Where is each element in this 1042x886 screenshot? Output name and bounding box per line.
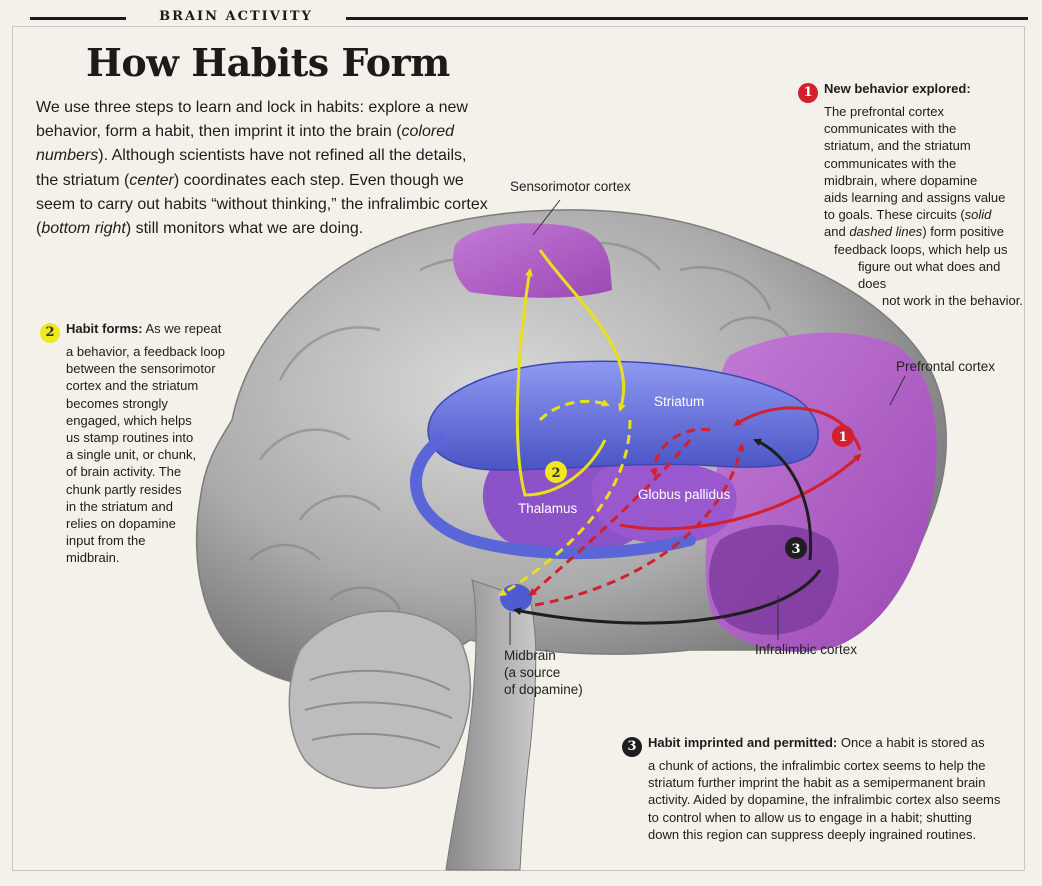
label-sensorimotor-cortex: Sensorimotor cortex [510, 179, 631, 194]
leader-sensorimotor [532, 199, 561, 236]
cerebellum-folds [304, 669, 453, 749]
red-to-midbrain-dashed [528, 439, 692, 597]
red-loop-solid-return [619, 453, 862, 531]
label-midbrain-dopamine: of dopamine) [504, 682, 583, 697]
diagram-badge-1: 1 [832, 425, 854, 447]
svg-text:2: 2 [551, 466, 560, 481]
step3-badge: 3 [622, 737, 642, 757]
label-thalamus: Thalamus [518, 501, 578, 516]
black-loop-to-striatum [753, 438, 813, 561]
yellow-loop-solid-return [515, 268, 607, 497]
intro-paragraph: We use three steps to learn and lock in … [36, 99, 488, 238]
page-title: How Habits Form [86, 40, 450, 85]
midbrain-shape [500, 584, 532, 612]
svg-text:3: 3 [791, 542, 800, 557]
brainstem-shape [445, 579, 537, 871]
diagram-badge-2: 2 [545, 461, 567, 483]
svg-text:1: 1 [838, 430, 847, 445]
striatum-tail [410, 434, 696, 560]
header-rule-left [30, 17, 126, 20]
diagram-badge-3: 3 [785, 537, 807, 559]
infralimbic-cortex-shape [708, 525, 839, 635]
label-midbrain: Midbrain [504, 648, 556, 663]
red-loop-dashed [649, 427, 711, 477]
step1-badge: 1 [798, 83, 818, 103]
yellow-loop-dashed [538, 399, 610, 422]
striatum-shape [427, 360, 819, 471]
header-rule-right [346, 17, 1028, 20]
cerebellum-shape [288, 610, 472, 789]
red-from-midbrain-dashed [534, 443, 745, 607]
section-label: BRAIN ACTIVITY [159, 9, 313, 24]
label-striatum: Striatum [654, 394, 704, 409]
black-loop-to-midbrain [513, 569, 822, 625]
yellow-loop-solid [538, 249, 626, 412]
yellow-to-midbrain-dashed [498, 419, 632, 597]
step2-badge: 2 [40, 323, 60, 343]
sensorimotor-cortex-shape [453, 223, 612, 298]
label-prefrontal-cortex: Prefrontal cortex [896, 359, 995, 374]
label-infralimbic-cortex: Infralimbic cortex [755, 642, 857, 657]
leader-prefrontal [889, 375, 906, 406]
label-globus-pallidus: Globus pallidus [638, 487, 731, 502]
label-midbrain-source: (a source [504, 665, 560, 680]
